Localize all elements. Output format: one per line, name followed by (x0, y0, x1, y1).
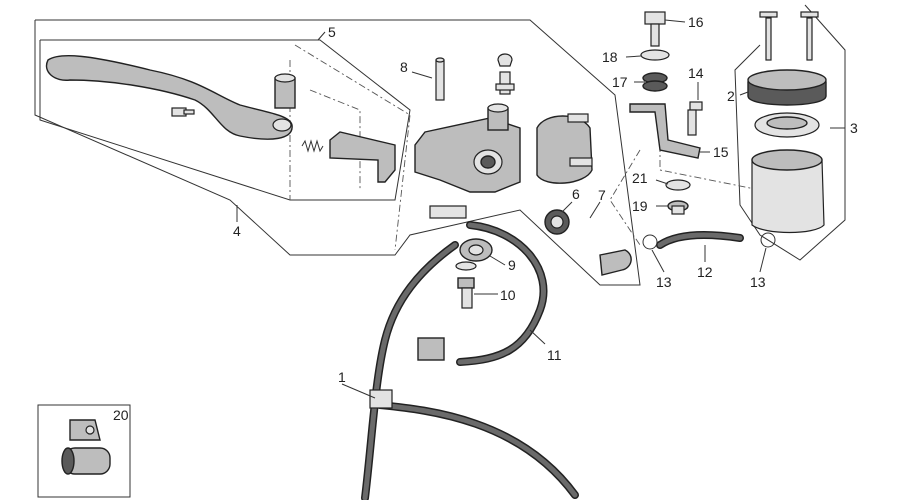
group-5-outline (39, 39, 411, 201)
hose-fitting (599, 249, 632, 276)
reservoir-hose (642, 230, 776, 250)
grommet-20 (61, 419, 111, 475)
callout-12: 12 (697, 264, 713, 280)
callout-11: 11 (547, 347, 562, 363)
reservoir-screws (759, 11, 819, 61)
handlebar-clamp (536, 113, 593, 184)
banjo-fitting (455, 238, 493, 271)
brake-switch (544, 209, 570, 235)
pivot-bush (274, 73, 296, 109)
callout-15: 15 (713, 144, 729, 160)
callout-13-left: 13 (656, 274, 672, 290)
grommet-17 (642, 72, 668, 92)
lever-pin (435, 57, 445, 101)
fitting-19 (667, 200, 689, 215)
bleed-nipple (495, 53, 515, 95)
callout-5: 5 (328, 24, 336, 40)
guide-e (609, 149, 641, 246)
master-cylinder (414, 103, 521, 193)
callout-1: 1 (338, 369, 346, 385)
reservoir-diaphragm (754, 112, 820, 138)
guide-a (294, 44, 411, 251)
callout-16: 16 (688, 14, 704, 30)
washer-21 (665, 179, 691, 191)
group-20-box (37, 404, 131, 498)
adjuster-spring (301, 139, 324, 153)
brake-lever (45, 54, 293, 140)
callout-21: 21 (632, 170, 648, 186)
washer-18 (640, 49, 670, 61)
callout-4: 4 (233, 223, 241, 239)
callout-10: 10 (500, 287, 516, 303)
callout-7: 7 (598, 187, 606, 203)
guide-d (659, 130, 761, 191)
lever-pivot (272, 118, 292, 132)
group-3-outline (734, 4, 846, 261)
group-4-outline (34, 19, 641, 286)
reservoir-body (751, 149, 825, 234)
group-outlines (34, 4, 846, 498)
callout-18: 18 (602, 49, 618, 65)
callout-8: 8 (400, 59, 408, 75)
leader-lines (236, 19, 845, 399)
callout-13-right: 13 (750, 274, 766, 290)
callout-9: 9 (508, 257, 516, 273)
callout-numbers: 1 2 3 4 5 6 7 8 9 10 11 12 13 13 14 15 1… (113, 14, 858, 423)
callout-20: 20 (113, 407, 129, 423)
callout-14: 14 (688, 65, 704, 81)
bolt-16 (644, 11, 666, 47)
reservoir-bracket (629, 101, 703, 159)
callout-2: 2 (727, 88, 735, 104)
lever-bolt (171, 107, 195, 117)
banjo-bolt (457, 277, 475, 309)
callout-3: 3 (850, 120, 858, 136)
guide-c (309, 89, 361, 190)
callout-19: 19 (632, 198, 648, 214)
lever-body (45, 54, 293, 140)
electrical-connector (417, 337, 445, 361)
hoses (361, 205, 579, 500)
reservoir-cap (747, 69, 827, 106)
switch-plug (429, 205, 467, 219)
adjuster-bracket (329, 131, 396, 183)
callout-17: 17 (612, 74, 628, 90)
hose-tee (369, 389, 393, 409)
callout-6: 6 (572, 186, 580, 202)
